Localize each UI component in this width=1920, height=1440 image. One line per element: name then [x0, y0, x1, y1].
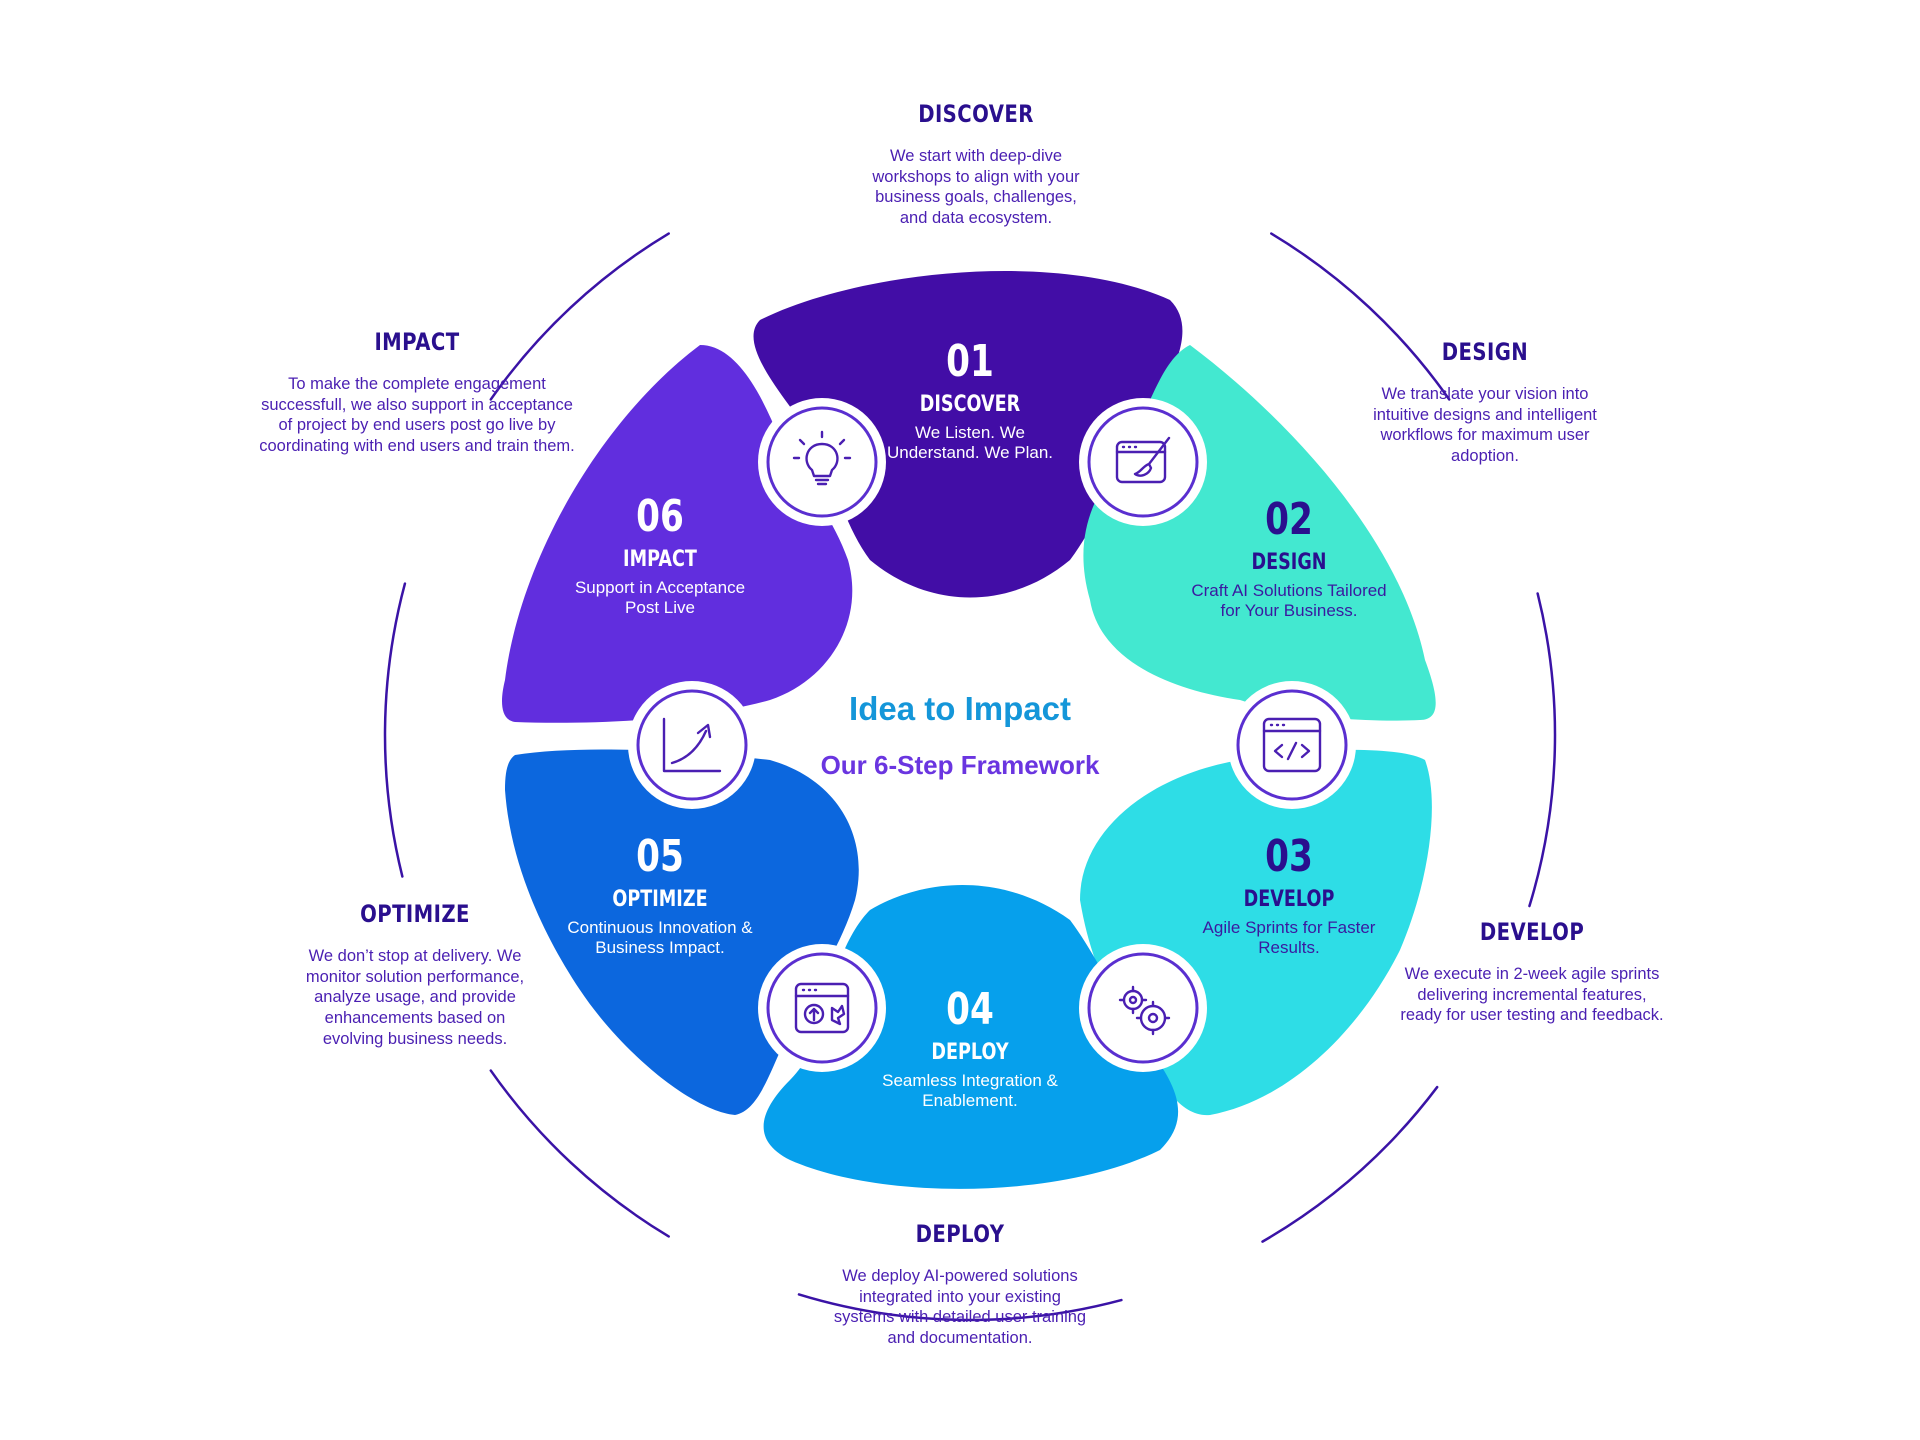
segment-text-design: 02 DESIGN Craft AI Solutions Tailored fo…	[1189, 498, 1389, 621]
code-brackets	[1273, 741, 1311, 761]
outer-title: IMPACT	[374, 328, 460, 356]
upload-circle	[803, 1003, 825, 1025]
step-short: Agile Sprints for Faster Results.	[1202, 918, 1376, 957]
bulb-rays	[792, 430, 852, 460]
icon-backdrop	[1079, 944, 1207, 1072]
icon-ring	[766, 952, 878, 1064]
icons	[628, 398, 1356, 1072]
segment-text-deploy: 04 DEPLOY Seamless Integration & Enablem…	[870, 988, 1070, 1111]
outer-block-discover: DISCOVER We start with deep-dive worksho…	[816, 100, 1136, 229]
upload-arrow	[808, 1007, 820, 1022]
step-number: 03	[1265, 831, 1313, 882]
step-label: DEPLOY	[931, 1040, 1009, 1065]
outer-description: We don’t stop at delivery. We monitor so…	[305, 947, 525, 1048]
outer-title: OPTIMIZE	[360, 900, 470, 928]
outer-block-design: DESIGN We translate your vision into int…	[1335, 338, 1635, 467]
outer-title: DESIGN	[1441, 338, 1529, 366]
ring-arc	[1270, 232, 1451, 401]
gears-icon	[1079, 944, 1207, 1072]
step-number: 01	[946, 336, 994, 387]
step-number: 04	[946, 984, 994, 1035]
icon-ring	[1087, 406, 1199, 518]
ring-arc	[797, 1293, 1123, 1322]
step-number: 05	[636, 831, 684, 882]
step-label: DESIGN	[1251, 550, 1327, 575]
ring-arc	[489, 232, 670, 401]
window-frame	[1262, 717, 1322, 773]
icon-backdrop	[1079, 398, 1207, 526]
step-short: We Listen. We Understand. We Plan.	[887, 423, 1053, 462]
center-subtitle: Our 6-Step Framework	[820, 750, 1100, 780]
bulb-glass	[805, 442, 839, 478]
icon-ring	[636, 689, 748, 801]
design-brush-icon	[1079, 398, 1207, 526]
canvas-frame	[1115, 440, 1167, 484]
outer-ring	[383, 232, 1557, 1322]
gear-large-hub	[1147, 1012, 1159, 1024]
icon-backdrop	[758, 398, 886, 526]
chart-axes	[662, 717, 722, 773]
center-title: Idea to Impact	[849, 690, 1071, 727]
step-label: IMPACT	[623, 547, 697, 572]
icon-ring	[1236, 689, 1348, 801]
outer-title: DISCOVER	[918, 100, 1034, 128]
outer-description: We start with deep-dive workshops to ali…	[872, 147, 1080, 227]
segment-deploy	[763, 885, 1179, 1189]
growth-chart-icon	[628, 681, 756, 809]
step-label: OPTIMIZE	[612, 887, 708, 912]
lightbulb-icon	[758, 398, 886, 526]
ring-arc	[383, 582, 407, 878]
gear-teeth	[1118, 985, 1171, 1036]
ring-arc	[1528, 592, 1557, 908]
code-window-icon	[1228, 681, 1356, 809]
chart-arrowhead	[696, 723, 712, 739]
step-short: Support in Acceptance Post Live	[574, 578, 746, 617]
outer-block-develop: DEVELOP We execute in 2-week agile sprin…	[1382, 918, 1682, 1026]
step-number: 06	[636, 491, 684, 542]
icon-ring	[766, 406, 878, 518]
outer-description: To make the complete engagement successf…	[259, 375, 575, 455]
outer-title: DEPLOY	[915, 1220, 1005, 1248]
outer-description: We deploy AI-powered solutions integrate…	[833, 1267, 1087, 1347]
outer-description: We translate your vision into intuitive …	[1373, 385, 1597, 465]
outer-block-optimize: OPTIMIZE We don’t stop at delivery. We m…	[275, 900, 555, 1049]
window-frame	[794, 982, 850, 1034]
icon-backdrop	[628, 681, 756, 809]
outer-title: DEVELOP	[1479, 918, 1585, 946]
outer-block-deploy: DEPLOY We deploy AI-powered solutions in…	[800, 1220, 1120, 1349]
center-heading: Idea to Impact Our 6-Step Framework	[790, 690, 1130, 781]
bulb-base	[814, 478, 830, 486]
segment-discover	[753, 271, 1183, 598]
chart-trend	[670, 729, 708, 765]
segment-text-discover: 01 DISCOVER We Listen. We Understand. We…	[870, 340, 1070, 463]
outer-block-impact: IMPACT To make the complete engagement s…	[252, 328, 582, 457]
icon-backdrop	[1228, 681, 1356, 809]
ring-arc	[1261, 1085, 1439, 1243]
step-number: 02	[1265, 494, 1313, 545]
spark	[830, 1004, 846, 1026]
segment-text-optimize: 05 OPTIMIZE Continuous Innovation & Busi…	[560, 835, 760, 958]
segment-text-develop: 03 DEVELOP Agile Sprints for Faster Resu…	[1189, 835, 1389, 958]
step-short: Seamless Integration & Enablement.	[882, 1071, 1058, 1110]
outer-description: We execute in 2-week agile sprints deliv…	[1400, 965, 1664, 1025]
segment-text-impact: 06 IMPACT Support in Acceptance Post Liv…	[560, 495, 760, 618]
step-label: DEVELOP	[1243, 887, 1335, 912]
step-short: Continuous Innovation & Business Impact.	[567, 918, 753, 957]
step-short: Craft AI Solutions Tailored for Your Bus…	[1191, 581, 1387, 620]
ring-arc	[489, 1069, 670, 1238]
deploy-window-icon	[758, 944, 886, 1072]
gear-small-hub	[1128, 995, 1138, 1005]
brush	[1133, 436, 1171, 477]
step-label: DISCOVER	[919, 392, 1021, 417]
icon-ring	[1087, 952, 1199, 1064]
